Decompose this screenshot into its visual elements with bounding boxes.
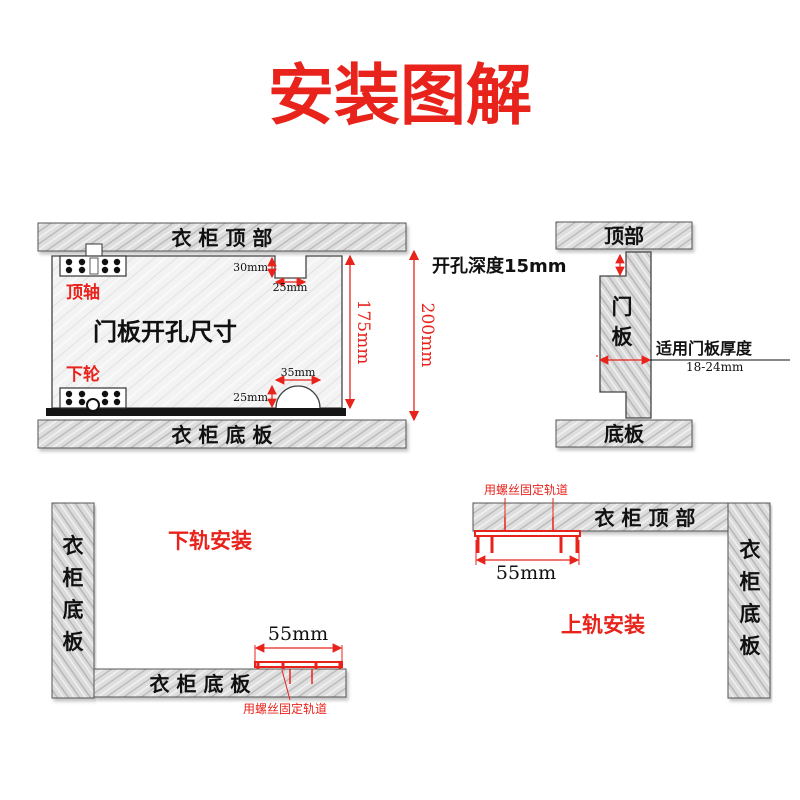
top-screw-note: 用螺丝固定轨道	[484, 482, 568, 497]
top-install-ceiling-label: 衣 柜 顶 部	[595, 506, 696, 530]
notch-top-height: 30mm	[233, 261, 268, 274]
hole-depth-label: 开孔深度15mm	[432, 255, 567, 277]
top-pivot-hardware	[59, 243, 127, 277]
page-title: 安装图解	[268, 57, 532, 134]
bottom-rail	[46, 408, 346, 416]
door-panel	[51, 255, 343, 409]
side-top-label: 顶部	[604, 224, 644, 248]
top-install-side-board	[727, 502, 771, 699]
bottom-side-char-3: 底	[63, 598, 84, 622]
bottom-install-side-board	[51, 502, 95, 699]
side-bottom-label: 底板	[604, 422, 645, 446]
notch-top-width: 25mm	[273, 281, 308, 294]
bottom-install-floor-board	[93, 668, 347, 698]
side-bottom-board	[555, 419, 693, 448]
bottom-side-char-2: 柜	[63, 566, 84, 590]
bottom-width-label: 55mm	[268, 623, 328, 645]
bottom-rail-profile	[254, 661, 343, 684]
door-panel-label: 门板开孔尺寸	[93, 318, 237, 346]
top-width-label: 55mm	[496, 562, 556, 584]
notch-bottom-width: 35mm	[281, 366, 316, 379]
top-rail-profile	[474, 517, 581, 553]
thickness-label: 适用门板厚度	[656, 339, 753, 358]
thickness-range: 18-24mm	[686, 360, 744, 374]
top-install-ceiling-board	[472, 502, 731, 532]
door-panel-view: 衣 柜 顶 部 衣 柜 底 板 顶轴 下轮 门板开孔尺寸	[37, 222, 437, 449]
wardrobe-bottom-label: 衣 柜 底 板	[172, 423, 274, 447]
bottom-screw-note: 用螺丝固定轨道	[243, 701, 327, 716]
wardrobe-bottom-board	[37, 419, 407, 449]
notch-bottom-height: 25mm	[233, 391, 268, 404]
bottom-screw-leader	[281, 669, 291, 701]
top-pivot-label: 顶轴	[66, 282, 100, 303]
side-section-view: 顶部 底板 门 板 开孔深度15mm 适用门板厚度 18-24mm	[432, 221, 790, 448]
top-install-title: 上轨安装	[561, 613, 645, 637]
outer-height-label: 200mm	[417, 303, 437, 368]
top-side-char-4: 板	[740, 634, 762, 658]
bottom-install-floor-label: 衣 柜 底 板	[150, 672, 252, 696]
side-top-board	[555, 221, 693, 250]
top-side-char-1: 衣	[740, 538, 761, 562]
bottom-wheel-hardware	[59, 387, 127, 412]
side-door-label-top: 门	[612, 295, 633, 319]
bottom-side-char-4: 板	[63, 630, 85, 654]
top-side-char-2: 柜	[740, 570, 761, 594]
top-side-char-3: 底	[740, 602, 761, 626]
top-rail-install-view: 衣 柜 顶 部 衣 柜 底 板 上轨安装 55mm 用螺丝固定轨道	[472, 482, 771, 699]
bottom-rail-install-view: 衣 柜 底 板 衣 柜 底 板 下轨安装 55mm 用螺丝固定轨道	[51, 502, 347, 716]
bottom-install-title: 下轨安装	[168, 529, 252, 553]
wardrobe-top-label: 衣 柜 顶 部	[172, 226, 273, 250]
bottom-wheel-label: 下轮	[66, 364, 100, 385]
side-door-label-bottom: 板	[612, 325, 634, 349]
bottom-side-char-1: 衣	[63, 534, 84, 558]
inner-height-label: 175mm	[353, 300, 373, 365]
